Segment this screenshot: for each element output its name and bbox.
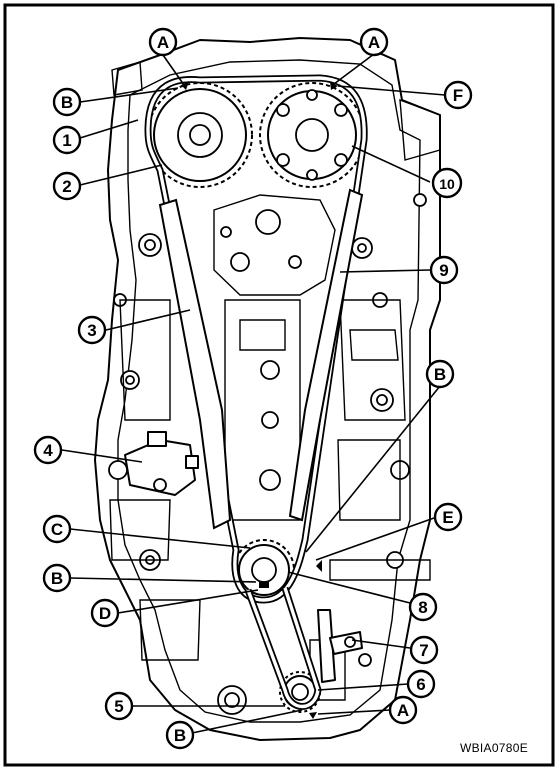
cover-bolt-holes — [108, 193, 427, 715]
callout-3: 3 — [77, 315, 107, 345]
callout-A-top-right: A — [359, 27, 389, 57]
callout-A-bottom: A — [388, 695, 418, 725]
callout-7-label: 7 — [419, 641, 428, 660]
callout-3-label: 3 — [87, 321, 96, 340]
callout-1: 1 — [52, 125, 82, 155]
intake-camshaft-sprocket — [147, 82, 253, 188]
callout-1-label: 1 — [62, 131, 71, 150]
oil-pump-chain — [244, 586, 322, 710]
crankshaft-sprocket — [233, 539, 295, 601]
chain-tensioner — [124, 431, 199, 496]
callout-B-mid-left-label: B — [51, 569, 63, 588]
callout-B-bottom-label: B — [174, 726, 186, 745]
callout-B-top-left: B — [52, 87, 82, 117]
callout-8: 8 — [408, 592, 438, 622]
callout-A-top-left-label: A — [157, 33, 169, 52]
figure-frame — [3, 3, 555, 767]
callout-E-label: E — [442, 508, 453, 527]
matching-marks — [181, 81, 338, 719]
callout-5-label: 5 — [114, 697, 123, 716]
callout-B-mid-right: B — [425, 359, 455, 389]
callout-7: 7 — [409, 635, 439, 665]
callout-E: E — [433, 502, 463, 532]
callout-6-label: 6 — [416, 675, 425, 694]
callout-10-label: 10 — [439, 176, 455, 192]
callout-9: 9 — [429, 255, 459, 285]
callout-C: C — [42, 514, 72, 544]
callout-6: 6 — [406, 669, 436, 699]
figure-code: WBIA0780E — [460, 741, 528, 755]
callout-A-top-left: A — [148, 27, 178, 57]
callout-2: 2 — [52, 171, 82, 201]
callout-A-top-right-label: A — [368, 33, 380, 52]
callout-4: 4 — [33, 435, 63, 465]
cover-ribs — [109, 61, 441, 701]
callout-F-label: F — [453, 86, 463, 105]
exhaust-camshaft-sprocket — [259, 82, 365, 188]
oil-pump-chain-tensioner — [317, 609, 363, 683]
callout-C-label: C — [51, 520, 63, 539]
callout-B-top-left-label: B — [61, 93, 73, 112]
callout-B-mid-left: B — [42, 563, 72, 593]
callout-2-label: 2 — [62, 177, 71, 196]
callout-B-mid-right-label: B — [434, 365, 446, 384]
slack-guide — [158, 198, 232, 530]
leader-lines — [61, 53, 446, 734]
callout-8-label: 8 — [418, 598, 427, 617]
callout-10: 10 — [431, 167, 463, 199]
cover-inner-edge — [117, 59, 421, 723]
callout-F: F — [443, 80, 473, 110]
callout-B-bottom: B — [165, 720, 195, 750]
callout-D-label: D — [99, 604, 111, 623]
callout-A-bottom-label: A — [397, 701, 409, 720]
callout-9-label: 9 — [439, 261, 448, 280]
callout-D: D — [90, 598, 120, 628]
callout-4-label: 4 — [43, 441, 53, 460]
callout-5: 5 — [104, 691, 134, 721]
